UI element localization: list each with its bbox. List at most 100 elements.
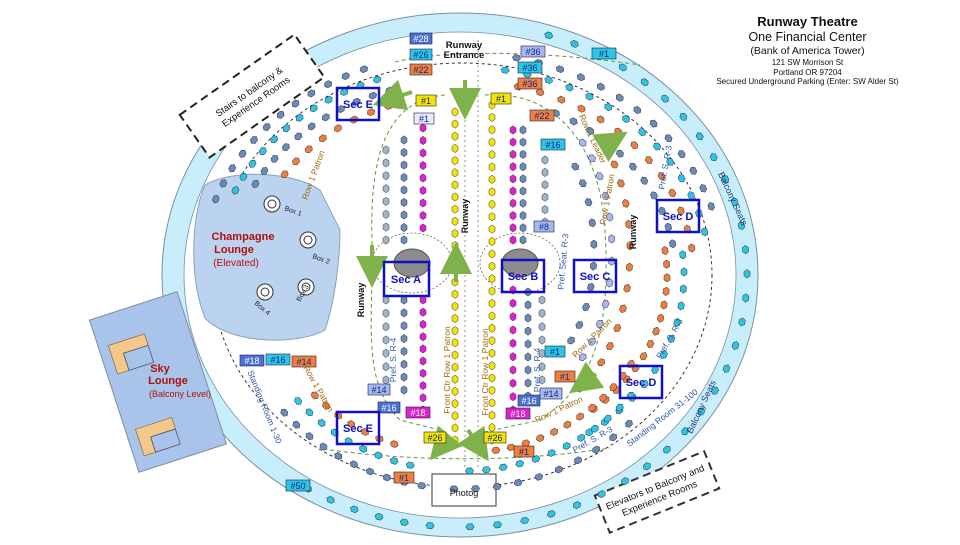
seat[interactable] [664, 133, 674, 143]
seat[interactable] [400, 135, 408, 145]
seat[interactable] [465, 523, 475, 531]
seat[interactable] [509, 125, 517, 135]
seat[interactable] [488, 249, 496, 259]
seat[interactable] [400, 160, 408, 170]
seat[interactable] [451, 241, 459, 251]
seat[interactable] [541, 180, 549, 190]
seat[interactable] [291, 420, 301, 430]
seat[interactable] [451, 131, 459, 141]
seat[interactable] [500, 66, 510, 74]
seat[interactable] [541, 155, 549, 165]
seat[interactable] [613, 323, 622, 333]
sec-e-top-box[interactable] [335, 86, 381, 122]
seat[interactable] [417, 482, 427, 490]
seat[interactable] [471, 485, 480, 492]
seat[interactable] [451, 119, 459, 129]
seat[interactable] [509, 392, 517, 402]
seat[interactable] [310, 390, 320, 400]
seat[interactable] [488, 311, 496, 321]
seat[interactable] [544, 76, 554, 85]
seat[interactable] [608, 432, 618, 442]
seat[interactable] [562, 420, 572, 430]
seat[interactable] [318, 133, 328, 143]
seat[interactable] [649, 118, 659, 128]
seat[interactable] [519, 149, 527, 159]
seat[interactable] [722, 364, 731, 374]
seat[interactable] [400, 185, 408, 195]
seat[interactable] [591, 445, 601, 455]
seat[interactable] [615, 402, 625, 412]
seat[interactable] [419, 368, 427, 378]
seat[interactable] [519, 125, 527, 135]
seat[interactable] [608, 382, 618, 392]
seat[interactable] [325, 495, 335, 504]
seat[interactable] [524, 300, 532, 310]
seat[interactable] [219, 178, 228, 188]
seat[interactable] [509, 298, 517, 308]
seat[interactable] [538, 375, 546, 385]
seat[interactable] [538, 295, 546, 305]
seat[interactable] [524, 352, 532, 362]
seat[interactable] [451, 435, 459, 445]
seat[interactable] [419, 223, 427, 233]
seat[interactable] [590, 424, 600, 434]
seat[interactable] [260, 166, 270, 176]
seat[interactable] [238, 149, 248, 159]
seat[interactable] [400, 372, 408, 382]
seat[interactable] [389, 457, 399, 465]
seat[interactable] [660, 300, 668, 310]
seat[interactable] [688, 243, 696, 253]
seat[interactable] [619, 304, 628, 314]
seat[interactable] [248, 159, 258, 169]
seat[interactable] [663, 273, 671, 283]
seat[interactable] [451, 386, 459, 396]
seat[interactable] [346, 419, 356, 429]
seat[interactable] [520, 516, 530, 525]
seat[interactable] [584, 197, 593, 207]
seat[interactable] [618, 63, 628, 73]
seat[interactable] [678, 112, 688, 122]
seat[interactable] [555, 65, 565, 74]
seat[interactable] [534, 473, 544, 481]
seat[interactable] [321, 112, 331, 122]
seat[interactable] [323, 79, 333, 89]
seat[interactable] [652, 326, 660, 336]
seat[interactable] [541, 167, 549, 177]
seat[interactable] [451, 362, 459, 372]
seat[interactable] [588, 218, 596, 228]
seat[interactable] [349, 505, 359, 514]
seat[interactable] [519, 174, 527, 184]
seat[interactable] [451, 143, 459, 153]
seat[interactable] [488, 199, 496, 209]
seat[interactable] [270, 154, 280, 164]
seat[interactable] [382, 235, 390, 245]
seat[interactable] [451, 338, 459, 348]
seat[interactable] [646, 339, 655, 349]
seat[interactable] [451, 192, 459, 202]
sec-d-bottom-box[interactable] [618, 364, 664, 400]
seat[interactable] [419, 198, 427, 208]
seat[interactable] [509, 352, 517, 362]
seat[interactable] [488, 162, 496, 172]
seat[interactable] [662, 286, 670, 296]
seat[interactable] [556, 95, 566, 104]
seat[interactable] [541, 205, 549, 215]
seat[interactable] [668, 188, 677, 198]
seat[interactable] [451, 399, 459, 409]
seat[interactable] [509, 235, 517, 245]
seat[interactable] [290, 99, 300, 109]
seat[interactable] [451, 374, 459, 384]
seat[interactable] [419, 173, 427, 183]
seat[interactable] [660, 350, 669, 360]
seat[interactable] [400, 334, 408, 344]
seat[interactable] [419, 344, 427, 354]
seat[interactable] [570, 162, 580, 172]
seat[interactable] [349, 460, 359, 469]
seat[interactable] [710, 385, 719, 395]
seat[interactable] [400, 359, 408, 369]
seat[interactable] [280, 169, 290, 179]
seat[interactable] [663, 259, 670, 269]
seat[interactable] [644, 155, 654, 165]
seat[interactable] [449, 485, 459, 493]
seat[interactable] [589, 261, 597, 271]
